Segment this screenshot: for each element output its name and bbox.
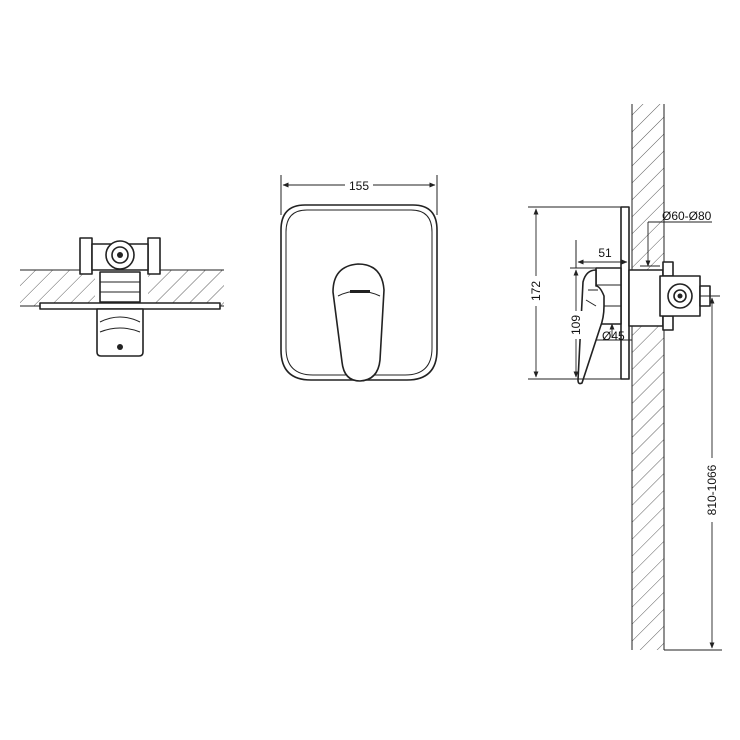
dim-height-172: 172: [529, 281, 543, 301]
cover-plate-edge: [39, 302, 221, 310]
dim-width-155: 155: [349, 179, 369, 193]
handle-side-view: [577, 267, 622, 385]
valve-body-side: [628, 261, 711, 331]
wall-hatch: [632, 104, 664, 650]
wall-hatch-right: [148, 270, 224, 306]
dim-diameter-60-80: Ø60-Ø80: [662, 209, 712, 223]
dim-depth-51: 51: [598, 246, 612, 260]
dim-diameter-45: Ø45: [602, 329, 625, 343]
top-view: [20, 237, 224, 357]
cover-plate-profile: [620, 206, 630, 380]
wall-hatch-left: [20, 270, 95, 306]
dim-height-810-1066: 810-1066: [705, 464, 719, 515]
valve-body-top: [79, 237, 161, 303]
side-view: 172 109 51 Ø60-Ø80 Ø45 810-1066: [527, 104, 722, 651]
front-view: 155: [280, 175, 438, 382]
dim-height-109: 109: [569, 315, 583, 335]
handle-top-view: [96, 308, 144, 357]
